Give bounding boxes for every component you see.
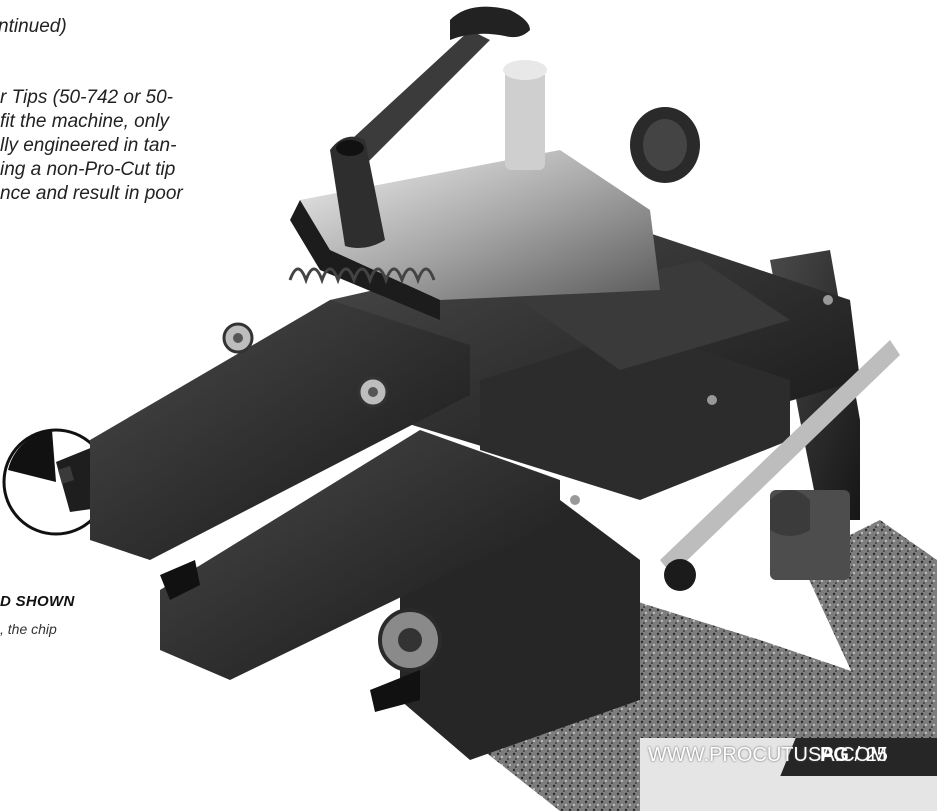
shown-caption-text: , the chip <box>0 621 57 637</box>
section-title-fragment: ntinued) <box>0 16 67 37</box>
page-prefix: PG <box>820 744 849 766</box>
tips-line: nce and result in poor <box>0 183 183 204</box>
tips-paragraph: r Tips (50-742 or 50- fit the machine, o… <box>0 86 183 206</box>
page-number: 25 <box>865 744 888 766</box>
tips-line: r Tips (50-742 or 50- <box>0 87 174 108</box>
tips-line: ing a non-Pro-Cut tip <box>0 159 176 180</box>
tips-line: lly engineered in tan- <box>0 135 177 156</box>
tips-line: fit the machine, only <box>0 111 169 132</box>
page-number-label: PG / 25 <box>820 744 888 767</box>
page-separator: / <box>854 744 861 766</box>
website-url: WWW.PROCUTUSA.COM <box>648 744 887 766</box>
shown-caption-label: D SHOWN <box>0 593 75 610</box>
